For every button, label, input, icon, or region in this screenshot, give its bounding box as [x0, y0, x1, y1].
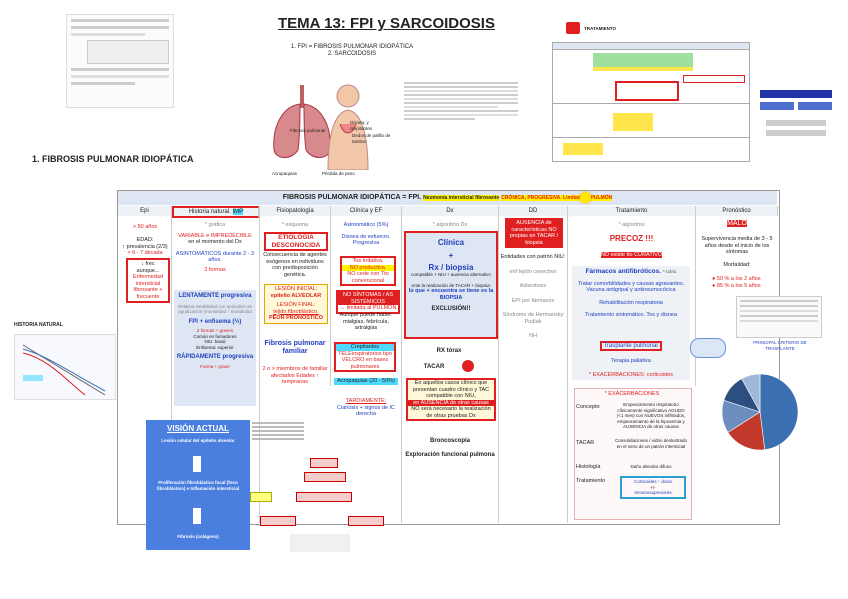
symptom-label: Dedos de palillo de tambor: [352, 133, 391, 144]
page-title: TEMA 13: FPI y SARCOIDOSIS: [278, 15, 495, 32]
prono-m-list: ● 50 % a los 2 años ● 85 % a los 5 años: [712, 276, 761, 289]
sintomas-detail: Aunque puede haber: mialgias, febrícula,…: [339, 312, 393, 331]
exacerbaciones-head: * EXACERBACIONES: [604, 391, 660, 397]
prono-malo: MALO: [727, 220, 747, 227]
dx-criteria-box: Clínica + Rx / biopsia compatible + NIU …: [404, 231, 498, 339]
tos-box: Tos irritativa. NO productiva. NO cede c…: [340, 256, 396, 286]
tto-no-curativo: NO existe tto CURATIVO: [600, 252, 663, 258]
tto-trasplante: Trasplante pulmonar: [572, 341, 690, 351]
col-header-dd: DD: [499, 206, 568, 216]
ex-row-tacar-key: TACAR: [576, 440, 595, 446]
lesion-box: LESIÓN INICIAL: epitelio ALVEOLAR LESIÓN…: [264, 284, 328, 324]
tto-precoz: PRECOZ !!!: [609, 234, 654, 243]
flowchart-mini: [756, 40, 842, 170]
historia-forms: LENTAMENTE progresiva Relativa estabilid…: [174, 290, 256, 406]
ex-row-histologia-key: Histología: [576, 464, 601, 470]
trasplante-pie-chart: [712, 360, 822, 460]
etiologia-detail: Consecuencia de agentes exógenos en indi…: [263, 252, 327, 278]
patient-icon: [327, 84, 369, 171]
dx-case-box: En aquellos casos clínico que presentan …: [406, 378, 496, 421]
crepitantes-box: Crepitantes TELEinspiratorios tipo VELCR…: [334, 342, 396, 372]
etiologia-box: ETIOLOGÍA DESCONOCIDA: [264, 232, 328, 251]
col-header-epi: Epi: [118, 206, 172, 216]
prono-supervivencia: Supervivencia media de 3 - 5 años desde …: [701, 236, 773, 255]
lung-figure: [266, 80, 338, 170]
ex-row-concepto-val: Empeoramiento respiratorio clínicamente …: [616, 402, 686, 429]
vision-title: VISIÓN ACTUAL: [167, 424, 229, 433]
patient-figure: [318, 80, 378, 171]
col-header-historia: Historia natural. IMP: [172, 206, 259, 218]
pie-slice: [741, 373, 761, 413]
col-header-clinica: Clínica y EF: [331, 206, 402, 216]
lungs-icon: [273, 85, 331, 158]
tardiamente: TARDIAMENTE: Cianosis + signos de IC der…: [337, 398, 395, 417]
symptom-label: Disnea, y crepitantes: [350, 120, 373, 131]
ex-row-tratamiento-val: Corticoides ↑ dosis +/- Inmunosupresores: [620, 476, 686, 499]
table-banner: FIBROSIS PULMONAR IDIOPÁTICA = FPI. Neum…: [118, 191, 777, 205]
col-header-fisiopatologia: Fisiopatología: [260, 206, 331, 216]
broncoscopia: Broncoscopia: [429, 438, 470, 444]
treatment-badge: [566, 22, 580, 34]
epi-box: ↓ frec aunque... Enfermedad intersticial…: [126, 258, 170, 303]
epi-text-thumbnail: [66, 14, 174, 108]
ex-row-concepto-key: Concepto: [576, 404, 600, 410]
exclamation-icon: [462, 360, 474, 372]
risk-factors-list: [250, 420, 306, 454]
lung-label: Fibrosis pulmonar: [290, 128, 326, 133]
fisio-column: * esquema: [281, 222, 309, 228]
pathway-diagram: [250, 456, 400, 554]
pointer-hand-icon: [690, 338, 726, 358]
decline-curve-icon: [22, 344, 106, 396]
tto-paliativa: Terapia paliativa: [611, 358, 651, 364]
section-title: 1. FIBROSIS PULMONAR IDIOPÁTICA: [32, 154, 194, 164]
prono-criterio: PRINCIPAL CRITERIO DE TRASPLANTE: [753, 340, 807, 351]
sintomas-box: NO SÍNTOMAS / AS SISTÉMICOS → limitada a…: [336, 290, 400, 314]
notes-thumbnail: [402, 80, 520, 162]
historia-column: * gráfica VARIABLE e IMPREDECIBLE en el …: [175, 222, 255, 273]
tto-list: Fármacos antifibróticos. * tabla Tratar …: [572, 266, 690, 380]
topic-index: 1. FPI = FIBROSIS PULMONAR IDIOPÁTICA 2.…: [290, 44, 414, 58]
vision-step-3: Fibrosis (colágeno): [177, 534, 219, 539]
pie-slice: [759, 373, 799, 451]
col-header-dx: Dx: [402, 206, 499, 216]
col-header-pronostico: Pronóstico: [696, 206, 778, 216]
prono-mortalidad: Mortalidad:: [723, 262, 751, 268]
ex-row-tratamiento-key: Tratamiento: [576, 478, 606, 484]
dx-ref: * algoritmo Dx: [432, 222, 468, 228]
acropaquias: Acropaquias (20 - 50%): [334, 378, 398, 385]
farmacos-table-thumbnail: [736, 296, 822, 338]
tto-ref: * algoritmo: [618, 222, 645, 228]
vision-step-1: Lesión celular del epitelio alveolar: [161, 438, 235, 443]
tto-exacerbaciones: * EXACERBACIONES: corticoides: [588, 372, 674, 378]
familiar-title: Fibrosis pulmonar familiar: [264, 340, 326, 355]
col-header-tratamiento: Tratamiento: [568, 206, 696, 216]
epi-column: > 50 años EDAD: ↑ prevalencia (2/3) > 6 …: [122, 224, 168, 256]
historia-natural-chart: [14, 334, 116, 400]
symptom-label: Acropaquias: [272, 171, 298, 176]
arrow-down-icon: [193, 456, 201, 472]
exploracion-funcional: Exploración funcional pulmona: [405, 452, 495, 458]
tacar: TACAR: [423, 364, 445, 370]
familiar-detail: 2 o > miembros de familiar afectados Eda…: [262, 366, 328, 385]
treatment-table: [552, 42, 750, 162]
dd-list: Entidades con patrón NIU: enf tejido con…: [500, 254, 566, 339]
sun-icon: [580, 192, 591, 203]
ex-row-histologia-val: Daño alveolar difuso: [630, 464, 672, 469]
pie-slice: [727, 411, 766, 451]
historia-natural-label: HISTORIA NATURAL: [14, 322, 63, 328]
ex-row-tacar-val: Consolidaciones / vidrio deslustrado en …: [614, 438, 688, 449]
treatment-title: TRATAMIENTO: [584, 26, 616, 31]
dd-box: AUSENCIA de características NO propias e…: [505, 218, 563, 248]
symptom-label: Pérdida de peso: [322, 171, 355, 176]
arrow-down-icon: [193, 508, 201, 524]
clinica-column: Asintomático (5%) Disnea de esfuerzo. Pr…: [341, 222, 391, 246]
vision-step-2: Proliferación fibroblástica focal (foco …: [156, 480, 240, 491]
vision-actual-panel: [146, 420, 250, 550]
rx-torax: RX tórax: [436, 348, 462, 354]
